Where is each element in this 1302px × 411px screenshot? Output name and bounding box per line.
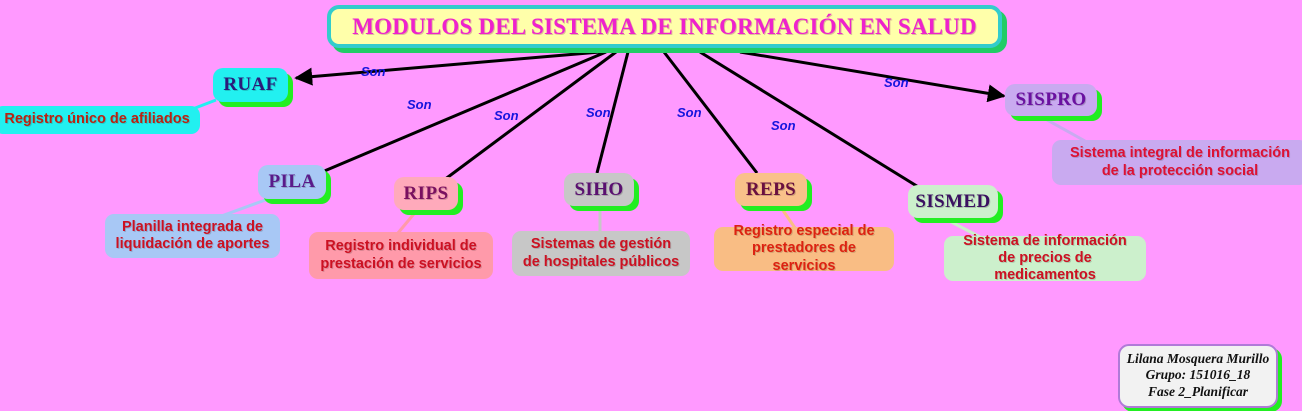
edge-label-son-siho: Son [586,105,611,120]
desc-sispro: Sistema integral de información de la pr… [1052,140,1302,185]
edge-sispro-desc [1039,114,1086,143]
signature-phase: Fase 2_Planificar [1147,383,1249,399]
desc-sismed: Sistema de información de precios de med… [944,232,1146,284]
desc-siho-text: Sistemas de gestión de hospitales públic… [522,236,680,270]
node-siho[interactable]: SIHO [564,173,634,206]
desc-sismed-text: Sistema de información de precios de med… [963,232,1127,284]
edge-title-sismed [699,50,921,190]
node-rips-label: RIPS [403,182,449,204]
author-signature-box: Lilana Mosquera Murillo Grupo: 151016_18… [1118,344,1278,409]
desc-reps: Registro especial de prestadores de serv… [714,223,894,274]
node-sispro[interactable]: SISPRO [1005,84,1097,116]
signature-author: Lilana Mosquera Murillo [1126,351,1270,366]
desc-sispro-text: Sistema integral de información de la pr… [1070,145,1290,179]
node-ruaf[interactable]: RUAF [213,68,288,102]
edge-title-ruaf [294,50,601,86]
edge-label-son-ruaf: Son [361,64,386,79]
desc-pila-text: Planilla integrada de liquidación de apo… [115,218,270,252]
desc-siho: Sistemas de gestión de hospitales públic… [512,231,690,276]
edge-label-son-pila: Son [407,97,432,112]
signature-group: Grupo: 151016_18 [1145,367,1251,383]
diagram-title-box: MODULOS DEL SISTEMA DE INFORMACIÓN EN SA… [327,5,1002,48]
node-pila[interactable]: PILA [258,165,326,199]
desc-reps-text: Registro especial de prestadores de serv… [733,223,875,274]
desc-rips: Registro individual de prestación de ser… [309,232,493,279]
node-reps[interactable]: REPS [735,173,807,206]
desc-ruaf-text: Registro único de afiliados [4,111,190,128]
node-sispro-label: SISPRO [1015,89,1087,110]
node-siho-label: SIHO [574,178,624,200]
page-title: MODULOS DEL SISTEMA DE INFORMACIÓN EN SA… [352,13,977,39]
desc-rips-text: Registro individual de prestación de ser… [320,238,482,272]
edge-label-son-sispro: Son [884,75,909,90]
edge-label-son-rips: Son [494,108,519,123]
node-reps-label: REPS [745,178,797,200]
node-sismed-label: SISMED [915,190,991,212]
edge-title-sispro [739,50,1006,103]
node-ruaf-label: RUAF [223,74,278,95]
edge-label-son-sismed: Son [771,118,796,133]
desc-pila: Planilla integrada de liquidación de apo… [105,214,280,258]
node-sismed[interactable]: SISMED [908,185,998,218]
desc-ruaf: Registro único de afiliados [0,106,200,134]
node-rips[interactable]: RIPS [394,177,458,210]
edge-label-son-reps: Son [677,105,702,120]
node-pila-label: PILA [268,171,316,192]
edge-rips-desc [396,208,420,234]
